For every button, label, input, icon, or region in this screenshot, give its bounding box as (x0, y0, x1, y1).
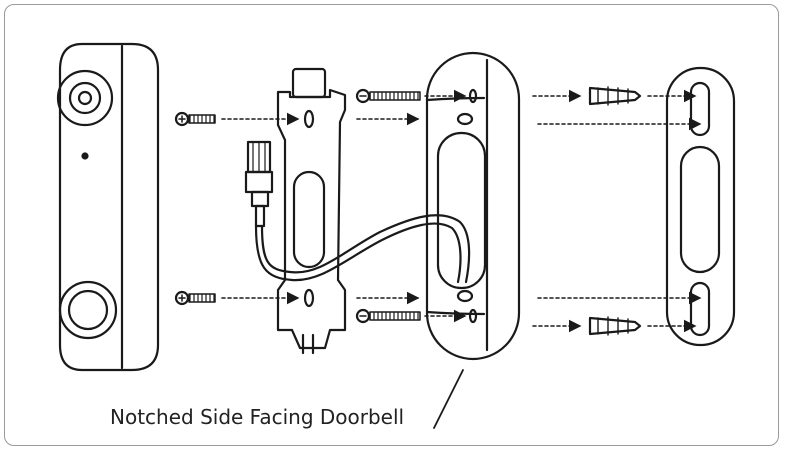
screw (355, 88, 421, 104)
screw (174, 290, 216, 306)
guide-arrows (221, 89, 702, 333)
mounting-bracket (276, 67, 347, 355)
wall-anchor (588, 86, 642, 106)
wire-connector (244, 140, 471, 284)
screw (355, 308, 421, 324)
screw (174, 111, 216, 127)
wedge-mount (425, 51, 521, 361)
doorbell (56, 42, 160, 372)
caption-pointer (433, 369, 464, 429)
diagram-caption: Notched Side Facing Doorbell (110, 405, 405, 429)
wall-plate (665, 66, 736, 347)
diagram-frame (4, 4, 779, 446)
wall-anchor (588, 316, 642, 336)
